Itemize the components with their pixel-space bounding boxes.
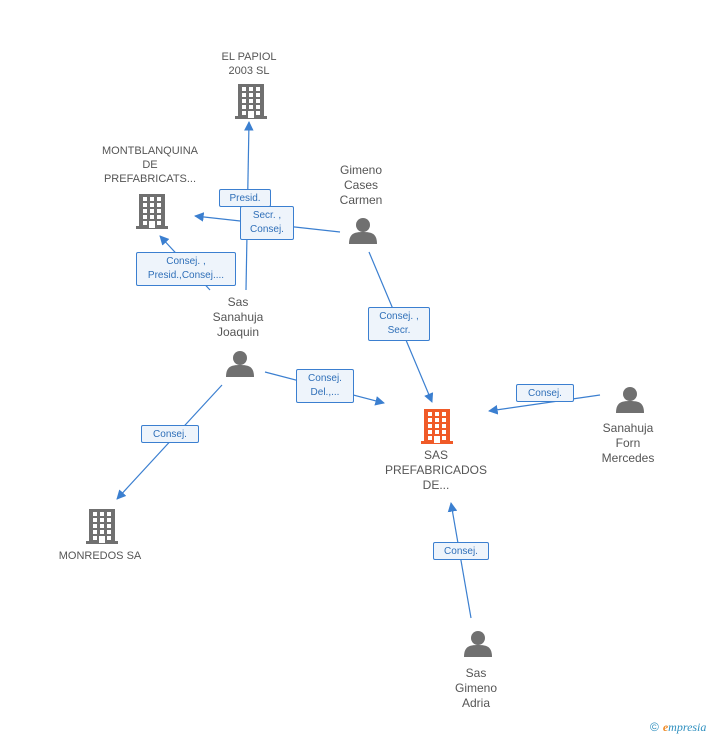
node-label-line: DE... (422, 478, 450, 492)
node-label-line: Cases (343, 178, 378, 192)
relation-label-line: Presid.,Consej.... (147, 270, 225, 281)
brand-initial: e (662, 720, 669, 734)
node-label-line: Sas (465, 666, 487, 680)
relation-label-line: Consej. (308, 373, 342, 384)
relation-label-line: Secr. (387, 325, 411, 336)
node-label-line: Adria (461, 696, 490, 710)
person-icon[interactable] (464, 631, 492, 657)
relation-label-line: Secr. , (252, 210, 282, 221)
person-icon[interactable] (349, 218, 377, 244)
relation-label-e7[interactable]: Consej. (141, 425, 199, 443)
node-label-line: Gimeno (454, 681, 498, 695)
node-label-line: Gimeno (339, 163, 383, 177)
node-label-line: DE (142, 159, 158, 171)
node-label-el-papiol[interactable]: EL PAPIOL 2003 SL (221, 50, 276, 78)
relation-label-e8[interactable]: Consej. (433, 542, 489, 560)
relation-label-line: Consej. , (379, 311, 419, 322)
relation-label-e5[interactable]: Consej. Del.,... (296, 369, 354, 403)
building-icon[interactable] (86, 509, 118, 544)
node-label-line: PREFABRICADOS (384, 463, 488, 477)
relation-label-line: Presid. (229, 193, 261, 204)
node-label-line: Joaquin (216, 325, 260, 339)
relation-label-e6[interactable]: Consej. (516, 384, 574, 402)
relation-label-line: Consej. (444, 546, 478, 557)
person-icon[interactable] (616, 387, 644, 413)
edge-line-sanahuja-forn-to-sas-prefabricados (488, 394, 601, 415)
node-label-line: Sanahuja (212, 310, 264, 324)
relation-label-e2[interactable]: Secr. , Consej. (240, 206, 294, 240)
node-label-line: SAS (423, 448, 448, 462)
node-label-line: Sas (227, 295, 249, 309)
node-label-line: Carmen (339, 193, 383, 207)
edge-line-sas-gimeno-to-sas-prefabricados (447, 502, 472, 619)
node-label-monredos[interactable]: MONREDOS SA (59, 549, 142, 563)
brand-name: mpresia (668, 720, 707, 734)
relation-label-line: Del.,... (310, 387, 340, 398)
node-label-line: MONREDOS SA (58, 550, 142, 562)
building-icon[interactable] (421, 409, 453, 444)
relation-label-e1[interactable]: Presid. (219, 189, 271, 207)
node-label-line: Forn (615, 436, 641, 450)
building-icon[interactable] (136, 194, 168, 229)
relation-label-e4[interactable]: Consej. , Secr. (368, 307, 430, 341)
empresia-brand: ©empresia (650, 720, 706, 735)
relation-label-line: Consej. , (166, 256, 206, 267)
node-label-line: MONTBLANQUINA (102, 145, 198, 157)
node-label-montblanquina[interactable]: MONTBLANQUINA DE PREFABRICATS... (102, 144, 198, 186)
relation-label-line: Consej. (153, 429, 187, 440)
relation-label-line: Consej. (250, 224, 284, 235)
node-label-line: 2003 SL (228, 65, 270, 77)
copyright-symbol: © (650, 720, 659, 734)
relation-label-e3[interactable]: Consej. , Presid.,Consej.... (136, 252, 236, 286)
person-icon[interactable] (226, 351, 254, 377)
relation-label-line: Consej. (528, 388, 562, 399)
node-label-line: Mercedes (601, 451, 655, 465)
building-icon[interactable] (235, 84, 267, 119)
node-label-line: EL PAPIOL (221, 51, 277, 63)
node-label-line: Sanahuja (602, 421, 654, 435)
node-label-line: PREFABRICATS... (103, 173, 197, 185)
